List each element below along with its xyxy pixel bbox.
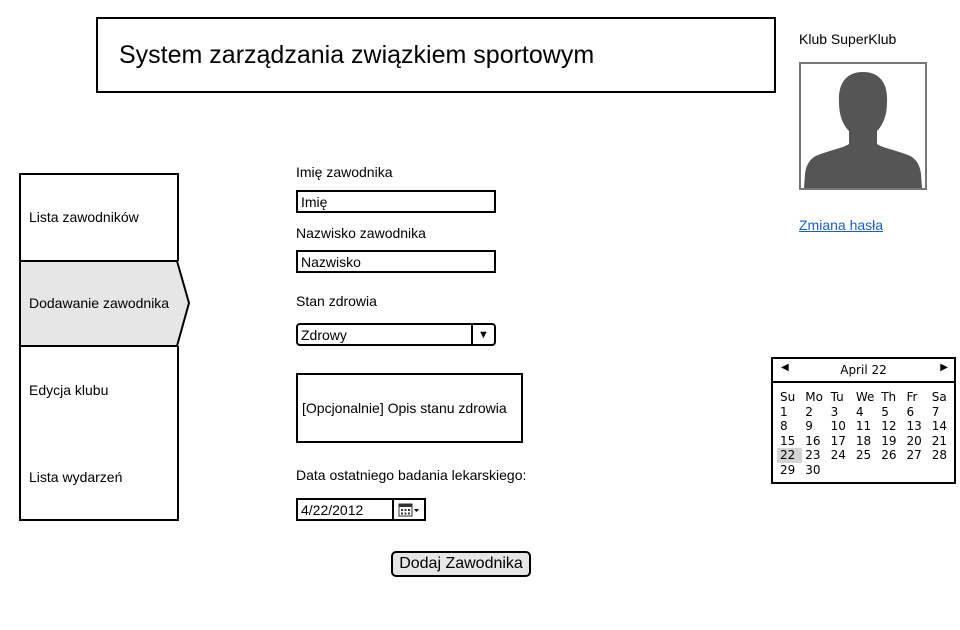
first-name-field[interactable]: Imię [296,190,496,213]
add-player-button[interactable]: Dodaj Zawodnika [391,551,531,577]
calendar-day[interactable]: 17 [830,433,846,448]
calendar-day[interactable]: 28 [931,448,948,462]
calendar-day[interactable]: 14 [931,419,948,433]
calendar-day[interactable]: 6 [906,404,915,419]
calendar-day[interactable]: 2 [805,404,813,419]
calendar-day[interactable]: 13 [906,419,922,433]
calendar-icon[interactable] [392,500,424,519]
calendar-day[interactable]: 8 [780,419,788,433]
calendar-weekday: Mo [805,390,823,404]
calendar-day[interactable]: 30 [805,462,821,477]
calendar-weekday: We [855,390,875,404]
calendar-day-selected[interactable]: 22 [777,448,803,463]
sidebar-item-edit-club[interactable]: Edycja klubu [19,347,177,433]
calendar-day[interactable]: 21 [931,433,948,448]
health-description-field[interactable]: [Opcjonalnie] Opis stanu zdrowia [296,373,523,443]
arrow-right-icon[interactable]: ▶ [940,362,948,373]
avatar-silhouette-icon [804,72,922,188]
calendar-day[interactable]: 16 [805,433,821,448]
calendar-day[interactable]: 5 [881,404,889,419]
sidebar-item-label: Lista wydarzeń [29,469,123,485]
page-title-text: System zarządzania związkiem sportowym [119,40,595,69]
calendar-day[interactable]: 23 [805,448,821,462]
calendar-weekday: Su [780,390,796,404]
calendar-weekday: Fr [906,390,918,404]
calendar-day[interactable]: 10 [830,419,846,433]
last-name-value: Nazwisko [301,253,361,270]
calendar-day[interactable]: 27 [906,448,922,462]
calendar-day[interactable]: 24 [830,448,846,462]
active-tab-shape [19,260,191,347]
calendar-day[interactable]: 9 [805,419,813,433]
sidebar-item-label: Edycja klubu [29,382,109,398]
sidebar-item-players-list[interactable]: Lista zawodników [19,174,177,260]
sidebar-item-label: Lista zawodników [29,209,139,225]
calendar-day[interactable]: 3 [830,404,839,419]
last-name-label: Nazwisko zawodnika [296,225,426,241]
nav-divider [177,173,179,261]
nav-divider [177,346,179,521]
chevron-down-icon[interactable]: ▼ [471,325,494,344]
calendar-header: ◀ April 22 ▶ [773,359,954,383]
calendar-day[interactable]: 15 [780,433,796,448]
exam-date-label: Data ostatniego badania lekarskiego: [296,467,527,483]
health-label: Stan zdrowia [296,293,377,309]
calendar-weekday: Th [881,390,897,404]
sidebar-item-label: Dodawanie zawodnika [29,295,170,311]
calendar-weekday: Sa [931,390,947,404]
club-name: Klub SuperKlub [799,31,897,47]
change-password-link[interactable]: Zmiana hasła [799,217,884,233]
calendar-day[interactable]: 18 [855,433,872,448]
calendar-day[interactable]: 20 [906,433,922,448]
calendar-day[interactable]: 1 [780,404,788,419]
calendar-day[interactable]: 25 [855,448,872,462]
arrow-left-icon[interactable]: ◀ [781,362,789,373]
calendar-day[interactable]: 19 [881,433,897,448]
exam-date-value: 4/22/2012 [301,501,364,518]
sidebar-item-add-player[interactable]: Dodawanie zawodnika [19,260,177,346]
calendar-weekday: Tu [830,390,844,404]
exam-date-field[interactable]: 4/22/2012 [296,498,426,521]
avatar [799,62,927,190]
calendar-day[interactable]: 11 [855,419,872,433]
calendar-day[interactable]: 12 [881,419,897,433]
health-description-placeholder: [Opcjonalnie] Opis stanu zdrowia [302,400,507,416]
sidebar-item-events-list[interactable]: Lista wydarzeń [19,434,177,520]
health-status-select[interactable]: Zdrowy ▼ [296,323,496,346]
health-status-value: Zdrowy [301,326,347,343]
calendar-day[interactable]: 7 [931,404,940,419]
first-name-value: Imię [301,193,328,210]
last-name-field[interactable]: Nazwisko [296,250,496,273]
first-name-label: Imię zawodnika [296,164,393,180]
calendar-day[interactable]: 29 [780,462,796,477]
calendar-day[interactable]: 4 [855,404,864,419]
calendar-day[interactable]: 26 [881,448,897,462]
page-title: System zarządzania związkiem sportowym [96,17,776,93]
calendar-month-label: April 22 [840,363,887,377]
